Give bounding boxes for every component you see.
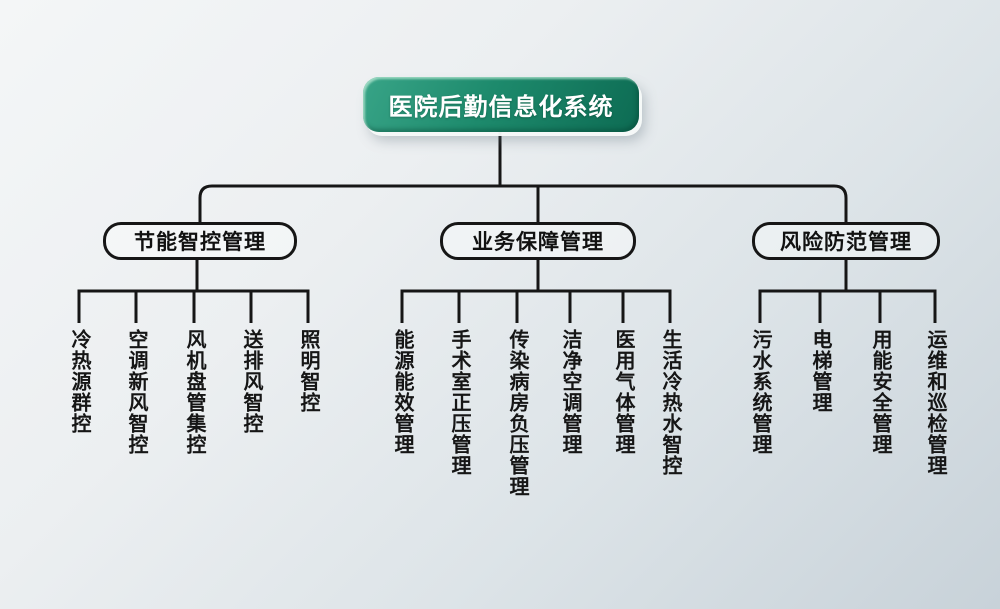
- leaf-node: 风机盘管集控: [183, 329, 205, 455]
- leaf-node: 污水系统管理: [749, 329, 771, 455]
- leaf-node: 空调新风智控: [125, 329, 147, 455]
- leaf-node: 洁净空调管理: [559, 329, 581, 455]
- branch-node-risk-prevention: 风险防范管理: [752, 222, 940, 260]
- root-node-label: 医院后勤信息化系统: [388, 94, 614, 121]
- leaf-node: 冷热源群控: [68, 329, 90, 434]
- leaf-node: 医用气体管理: [612, 329, 634, 455]
- leaf-node: 送排风智控: [240, 329, 262, 434]
- leaf-node: 电梯管理: [809, 329, 831, 413]
- leaf-node: 能源能效管理: [391, 329, 413, 455]
- branch-node-label: 业务保障管理: [472, 231, 604, 254]
- leaf-node: 用能安全管理: [869, 329, 891, 455]
- group-2-rail-line: [400, 289, 672, 323]
- top-rail-line: [198, 184, 848, 222]
- branch-node-energy-saving-control: 节能智控管理: [103, 222, 297, 260]
- root-node: 医院后勤信息化系统: [363, 77, 639, 132]
- branch-node-label: 节能智控管理: [134, 231, 266, 254]
- leaf-node: 照明智控: [297, 329, 319, 413]
- branch-node-business-support: 业务保障管理: [440, 222, 636, 260]
- leaf-node: 运维和巡检管理: [924, 329, 946, 476]
- branch-node-label: 风险防范管理: [780, 231, 912, 254]
- group-3-rail-line: [758, 289, 937, 323]
- leaf-node: 手术室正压管理: [448, 329, 470, 476]
- leaf-node: 生活冷热水智控: [659, 329, 681, 476]
- leaf-node: 传染病房负压管理: [506, 329, 528, 497]
